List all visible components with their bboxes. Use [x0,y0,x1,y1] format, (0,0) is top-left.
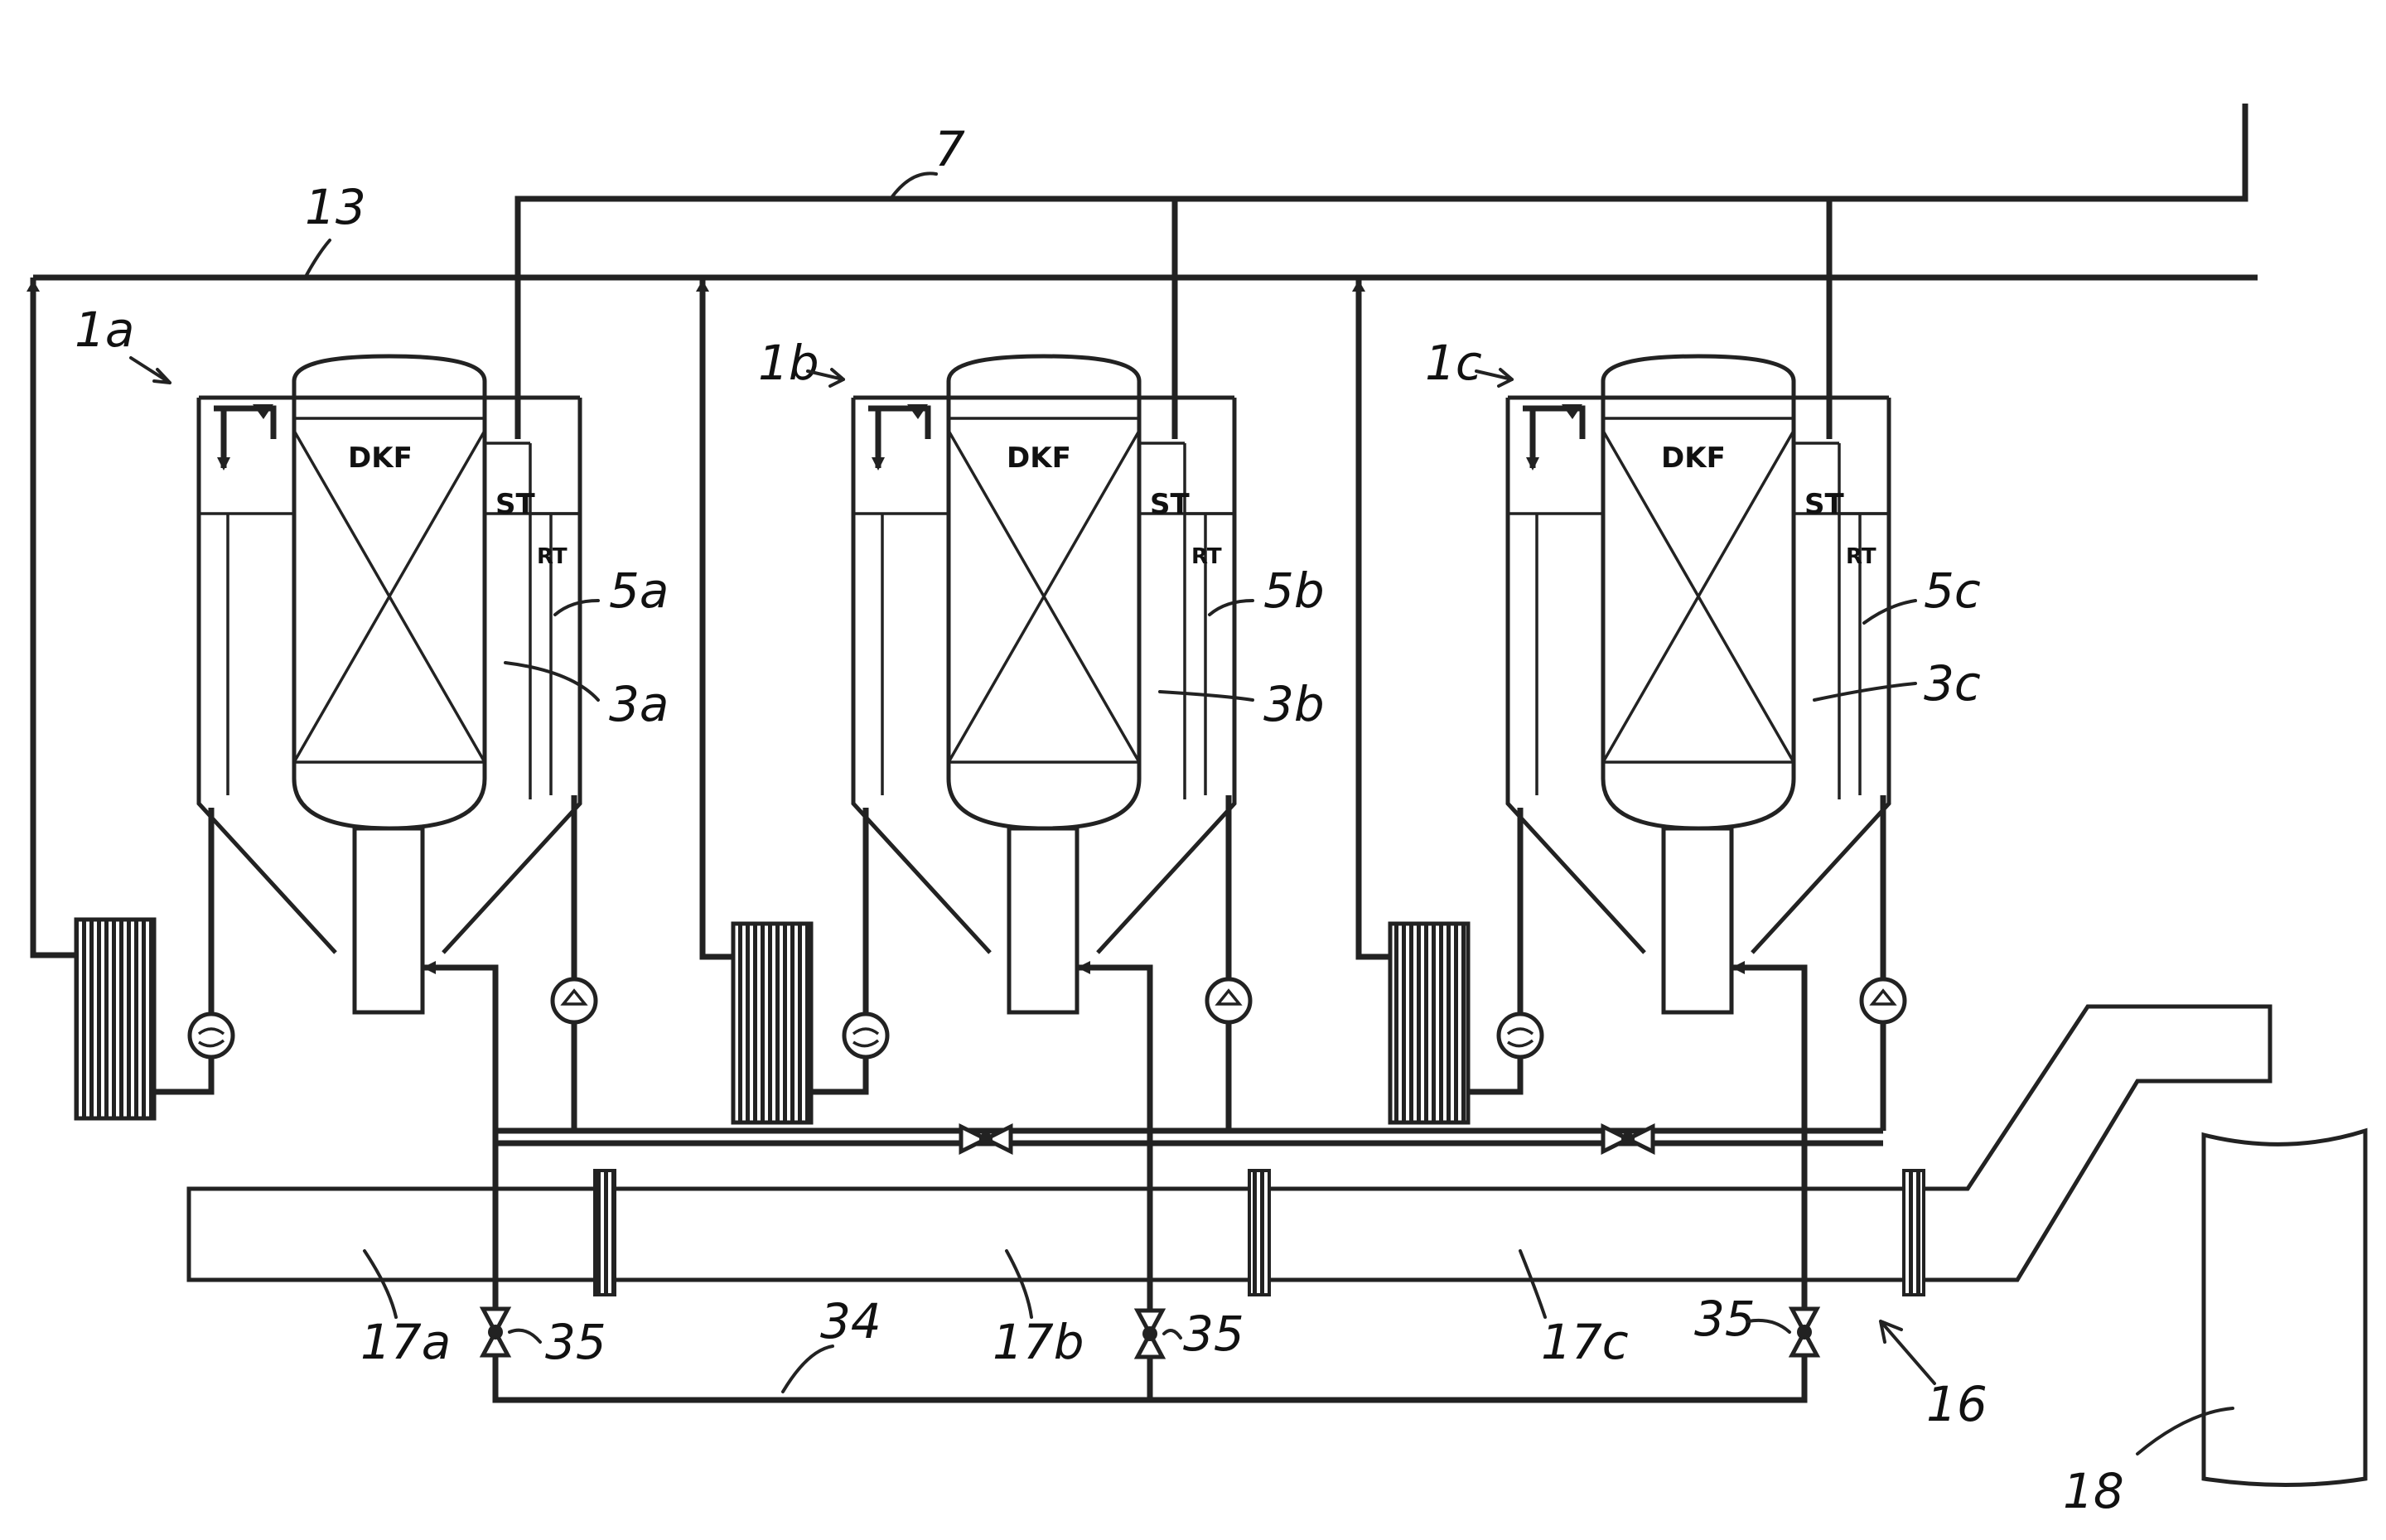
unit-c-st-label: ST [1804,488,1844,521]
line-7-label: 7 [935,121,965,177]
unit-a-rt-label: RT [537,544,568,569]
unit-a-tank-label: 3a [609,676,669,732]
unit-a-jacket-label: 5a [609,562,669,619]
segment-c-label: 17c [1541,1314,1629,1370]
unit-b-label: 1b [758,335,819,391]
unit-b-jacket-label: 5b [1263,562,1325,619]
unit-b-rt-label: RT [1191,544,1222,569]
unit-c-tank-label: 3c [1924,655,1981,712]
unit-c-jacket-label: 5c [1924,562,1981,619]
segment-a-label: 17a [360,1314,451,1370]
unit-c-rt-label: RT [1846,544,1876,569]
line-34-label: 34 [820,1293,881,1349]
unit-a-st-label: ST [495,488,535,521]
valve-a-label: 35 [545,1314,606,1370]
drain-valve-c [1792,1309,1817,1355]
unit-c-dkf-label: DKF [1661,442,1726,475]
unit-b-tank-label: 3b [1263,676,1325,732]
valve-b-label: 35 [1183,1306,1244,1362]
drain-valve-a [483,1309,508,1355]
unit-a-label: 1a [75,302,134,358]
segment-b-label: 17b [993,1314,1084,1370]
drain-valve-b [1137,1311,1162,1357]
line-13-label: 13 [305,179,366,235]
vessel-18 [2204,1131,2365,1485]
vessel-18-label: 18 [2063,1463,2124,1519]
unit-b-dkf-label: DKF [1007,442,1071,475]
unit-b-st-label: ST [1150,488,1190,521]
return-header [495,1131,1883,1143]
valve-c-label: 35 [1694,1291,1756,1347]
unit-c-label: 1c [1425,335,1482,391]
unit-a-dkf-label: DKF [348,442,413,475]
